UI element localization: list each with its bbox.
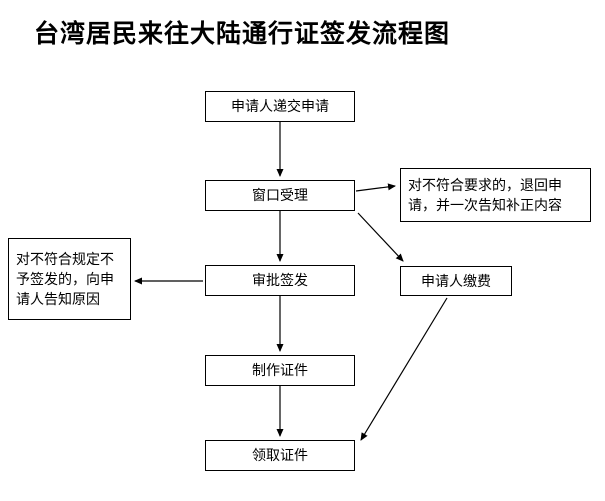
node-window-acceptance: 窗口受理 xyxy=(205,180,355,211)
node-return-application-note: 对不符合要求的，退回申请，并一次告知补正内容 xyxy=(400,168,591,222)
node-submit-application: 申请人递交申请 xyxy=(205,91,355,122)
arrow-payment-to-collect xyxy=(360,297,448,441)
node-approval-issuance: 审批签发 xyxy=(205,265,355,296)
node-produce-document: 制作证件 xyxy=(205,355,355,386)
arrow-window-to-payment xyxy=(357,212,404,262)
node-applicant-payment: 申请人缴费 xyxy=(400,266,512,296)
arrow-window-to-return-note xyxy=(355,183,396,192)
page-title: 台湾居民来往大陆通行证签发流程图 xyxy=(34,20,451,48)
node-collect-document: 领取证件 xyxy=(205,440,355,471)
node-rejection-reason-note: 对不符合规定不予签发的，向申请人告知原因 xyxy=(8,238,131,320)
